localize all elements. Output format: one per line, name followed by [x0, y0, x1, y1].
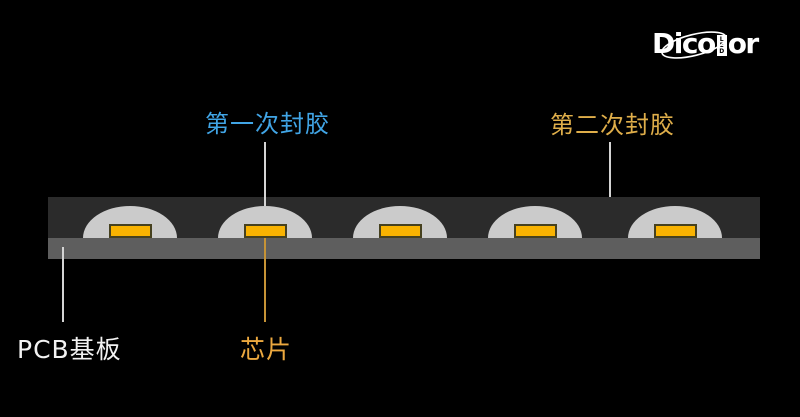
pcb-substrate-bar [48, 238, 760, 259]
led-chip [379, 224, 422, 238]
dicolor-logo: Dico LED or [652, 27, 760, 61]
leader-line-second-encapsulation [609, 142, 611, 197]
led-chip [654, 224, 697, 238]
label-chip: 芯片 [240, 335, 293, 364]
led-chip [109, 224, 152, 238]
leader-line-first-encapsulation [264, 142, 266, 206]
logo-text-prefix: Dico [652, 27, 716, 60]
label-first-encapsulation: 第一次封胶 [205, 110, 330, 138]
logo-text-suffix: or [727, 27, 760, 60]
logo-led-box: LED [716, 35, 727, 56]
label-pcb-substrate: PCB基板 [17, 335, 122, 364]
leader-line-chip [264, 238, 266, 322]
led-chip [244, 224, 287, 238]
logo-led-text: LED [719, 35, 725, 55]
label-second-encapsulation: 第二次封胶 [550, 111, 675, 139]
led-chip [514, 224, 557, 238]
leader-line-pcb-substrate [62, 247, 64, 322]
